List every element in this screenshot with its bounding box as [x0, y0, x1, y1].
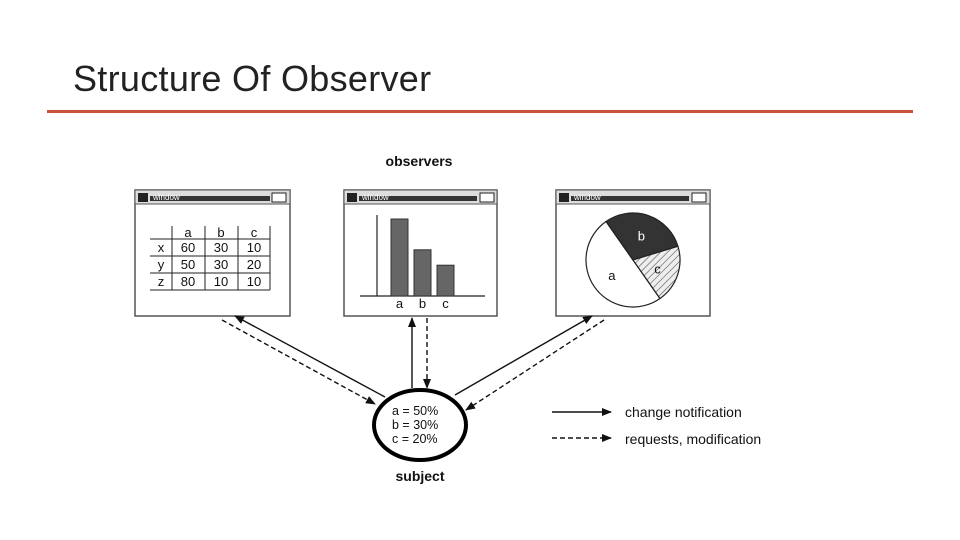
- slide-title: Structure Of Observer: [73, 58, 432, 99]
- table-col-header: b: [217, 225, 224, 240]
- window-title-3: window: [573, 193, 601, 202]
- legend: change notification requests, modificati…: [552, 404, 761, 447]
- legend-dashed-label: requests, modification: [625, 431, 761, 447]
- bar-a: [390, 218, 409, 297]
- notify-arrow-table: [234, 315, 386, 398]
- pie-label-c: c: [654, 261, 661, 276]
- bar-b: [413, 249, 432, 297]
- pie-chart-window: window a b c: [555, 189, 711, 317]
- subject-label: subject: [395, 468, 444, 484]
- table-cell: 80: [181, 274, 195, 289]
- bar-label-a: a: [396, 296, 404, 311]
- table-col-header: c: [251, 225, 258, 240]
- window-title-2: window: [361, 193, 389, 202]
- subject-value: c = 20%: [392, 432, 438, 446]
- pie-label-b: b: [638, 229, 645, 244]
- bar-label-c: c: [442, 296, 449, 311]
- subject-value: b = 30%: [392, 418, 438, 432]
- pie-slice-a: [585, 220, 661, 308]
- table-row-label: z: [158, 274, 165, 289]
- request-arrow-pie: [465, 319, 605, 411]
- table-cell: 20: [247, 257, 261, 272]
- table-cell: 10: [214, 274, 228, 289]
- arrows: [221, 315, 605, 411]
- table-cell: 10: [247, 240, 261, 255]
- legend-solid-label: change notification: [625, 404, 742, 420]
- table-cell: 30: [214, 257, 228, 272]
- window-title-1: window: [152, 193, 180, 202]
- table-cell: 50: [181, 257, 195, 272]
- table-row-label: x: [158, 240, 165, 255]
- table-cell: 60: [181, 240, 195, 255]
- data-table: [150, 226, 271, 291]
- notify-arrow-pie: [454, 315, 593, 396]
- pie-label-a: a: [608, 268, 616, 283]
- table-col-header: a: [184, 225, 192, 240]
- title-underline: [47, 110, 913, 113]
- pie-slice-c: [632, 245, 681, 300]
- pie-slice-b: [605, 212, 679, 261]
- table-window: window a b c x 60 30 10 y 50 30 20 z 80: [134, 189, 291, 317]
- bar-label-b: b: [419, 296, 426, 311]
- observers-label: observers: [386, 153, 453, 169]
- table-row-label: y: [158, 257, 165, 272]
- subject-node: [372, 388, 468, 462]
- request-arrow-table: [221, 319, 376, 405]
- table-cell: 10: [247, 274, 261, 289]
- subject-value: a = 50%: [392, 404, 438, 418]
- bar-c: [436, 264, 455, 297]
- table-cell: 30: [214, 240, 228, 255]
